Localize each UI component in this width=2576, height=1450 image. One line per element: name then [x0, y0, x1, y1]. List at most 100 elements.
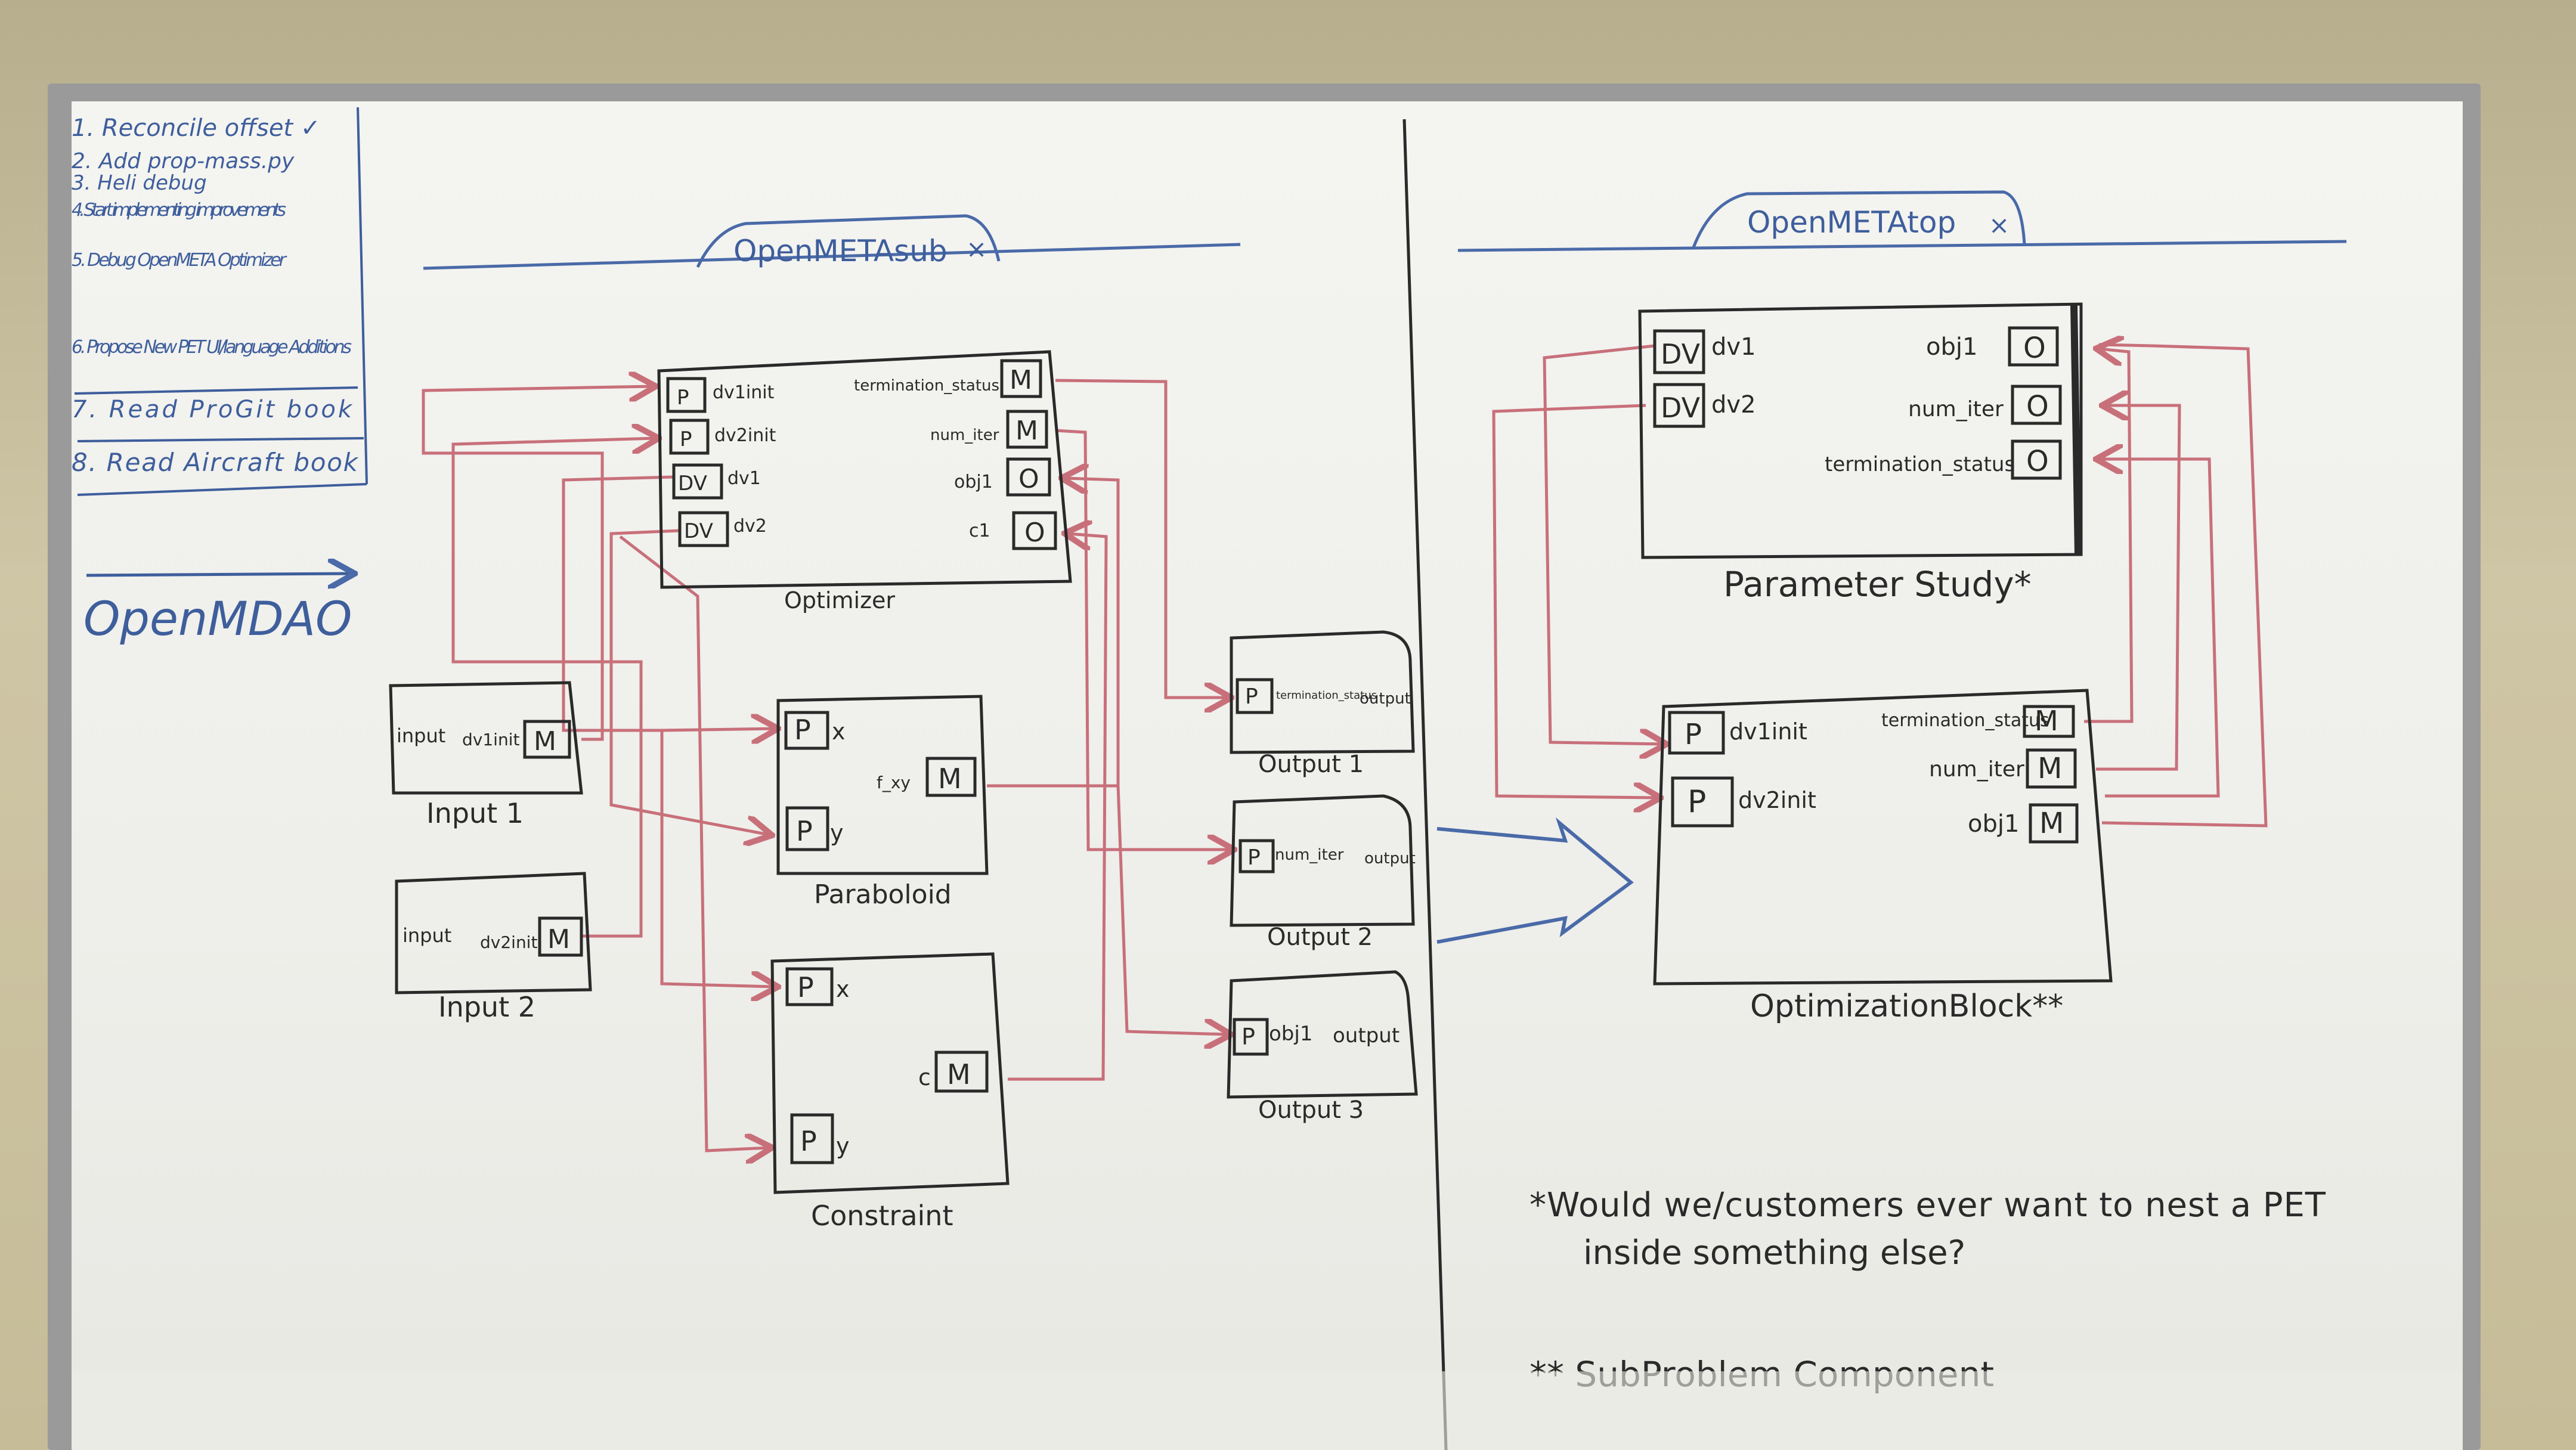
todo-item: 1. Reconcile offset ✓ [72, 114, 320, 142]
tab-label: OpenMETAtop [1747, 205, 1956, 240]
svg-text:O: O [2023, 331, 2046, 365]
svg-text:P: P [1688, 784, 1706, 820]
svg-text:termination_status: termination_status [1881, 710, 2049, 731]
svg-text:dv1: dv1 [1711, 333, 1756, 361]
svg-text:O: O [1018, 464, 1039, 494]
svg-text:obj1: obj1 [954, 472, 993, 492]
output2-title: Output 2 [1267, 924, 1373, 951]
connection-wires [422, 380, 1231, 1151]
output2-block [1230, 794, 1415, 927]
svg-text:DV: DV [1661, 392, 1701, 424]
svg-text:termination_status: termination_status [1276, 689, 1377, 702]
paraboloid-block [776, 695, 989, 875]
paraboloid-title: Paraboloid [814, 879, 952, 910]
svg-text:termination_status: termination_status [854, 377, 999, 395]
svg-text:M: M [2039, 807, 2064, 840]
svg-text:M: M [1010, 365, 1032, 395]
svg-text:dv2init: dv2init [1738, 787, 1816, 813]
parameter-study-title: Parameter Study* [1723, 564, 2032, 605]
optimization-block [1653, 689, 2113, 986]
svg-text:P: P [796, 815, 813, 847]
svg-text:y: y [836, 1133, 850, 1159]
whiteboard [72, 101, 2463, 1450]
todo-item: 8. Read Aircraft book [72, 448, 359, 477]
svg-text:input: input [397, 724, 445, 747]
svg-text:c1: c1 [969, 520, 990, 541]
output3-title: Output 3 [1258, 1096, 1364, 1124]
input2-block [395, 872, 592, 994]
input1-block [389, 681, 583, 795]
todo-item: 3. Heli debug [72, 171, 207, 195]
svg-text:P: P [800, 1125, 817, 1157]
svg-text:num_iter: num_iter [1908, 397, 2004, 422]
todo-item: 5. Debug OpenMETA Optimizer [72, 250, 287, 271]
output1-block [1230, 630, 1415, 754]
svg-text:output: output [1364, 850, 1416, 867]
svg-text:obj1: obj1 [1968, 810, 2019, 838]
svg-text:O: O [2026, 445, 2049, 478]
svg-text:dv1init: dv1init [1729, 718, 1807, 745]
footnote-1-cont: inside something else? [1583, 1234, 1965, 1272]
svg-text:num_iter: num_iter [930, 426, 999, 444]
svg-text:f_xy: f_xy [877, 773, 911, 792]
output3-block [1227, 970, 1418, 1099]
openmdao-label: OpenMDAO [83, 574, 352, 646]
divider-line [1402, 119, 1448, 1450]
svg-text:DV: DV [684, 519, 713, 543]
connection-wires-right [1492, 345, 2268, 828]
svg-text:dv2init: dv2init [480, 932, 537, 952]
svg-text:M: M [2038, 752, 2062, 785]
svg-text:dv1init: dv1init [462, 730, 519, 749]
parameter-study-block [1638, 302, 2083, 559]
tab-label: OpenMETAsub [733, 234, 948, 268]
transform-arrow [1436, 817, 1634, 944]
svg-text:OpenMDAO: OpenMDAO [83, 593, 352, 646]
svg-text:P: P [1245, 684, 1258, 709]
svg-text:M: M [947, 1058, 971, 1090]
board-bottom [72, 1371, 2463, 1450]
constraint-title: Constraint [811, 1200, 953, 1232]
svg-text:M: M [547, 924, 570, 955]
svg-text:O: O [1024, 518, 1045, 548]
svg-text:x: x [832, 718, 846, 745]
svg-text:O: O [2026, 390, 2049, 423]
svg-text:dv1: dv1 [727, 468, 761, 489]
optimizer-block [657, 350, 1072, 589]
svg-text:dv1init: dv1init [713, 382, 775, 403]
svg-text:M: M [938, 763, 962, 795]
input1-title: Input 1 [426, 797, 524, 829]
svg-text:DV: DV [1661, 338, 1701, 370]
footnote-1: *Would we/customers ever want to nest a … [1530, 1186, 2326, 1225]
svg-text:P: P [1685, 718, 1702, 751]
svg-text:output: output [1360, 690, 1411, 708]
svg-text:DV: DV [678, 472, 707, 495]
svg-text:output: output [1333, 1024, 1400, 1048]
svg-text:P: P [677, 386, 689, 410]
svg-text:x: x [836, 976, 850, 1002]
svg-text:P: P [1247, 845, 1261, 870]
todo-item: 2. Add prop-mass.py [72, 149, 295, 173]
todo-list: 1. Reconcile offset ✓ 2. Add prop-mass.p… [72, 107, 368, 496]
svg-text:num_iter: num_iter [1275, 846, 1344, 864]
svg-text:input: input [402, 924, 451, 947]
footnotes: *Would we/customers ever want to nest a … [1530, 1186, 2326, 1395]
todo-item: 7. Read ProGit book [72, 396, 353, 423]
tab-openmetasub: OpenMETAsub × [423, 214, 1241, 270]
output1-title: Output 1 [1258, 751, 1364, 778]
svg-text:termination_status: termination_status [1825, 453, 2015, 476]
svg-text:num_iter: num_iter [1929, 757, 2024, 782]
svg-text:dv2init: dv2init [714, 425, 776, 446]
svg-text:P: P [797, 971, 814, 1003]
svg-text:P: P [1241, 1024, 1255, 1050]
optimizer-title: Optimizer [784, 587, 895, 614]
input2-title: Input 2 [438, 991, 535, 1023]
optimization-block-title: OptimizationBlock** [1750, 989, 2063, 1024]
tab-openmetatop: OpenMETAtop × [1457, 190, 2347, 252]
svg-text:dv2: dv2 [1711, 391, 1756, 419]
svg-text:M: M [1015, 416, 1038, 446]
svg-text:obj1: obj1 [1926, 333, 1977, 361]
svg-text:obj1: obj1 [1269, 1022, 1312, 1046]
todo-item: 4. Start implementing improvements [72, 200, 286, 221]
svg-text:y: y [830, 820, 844, 846]
